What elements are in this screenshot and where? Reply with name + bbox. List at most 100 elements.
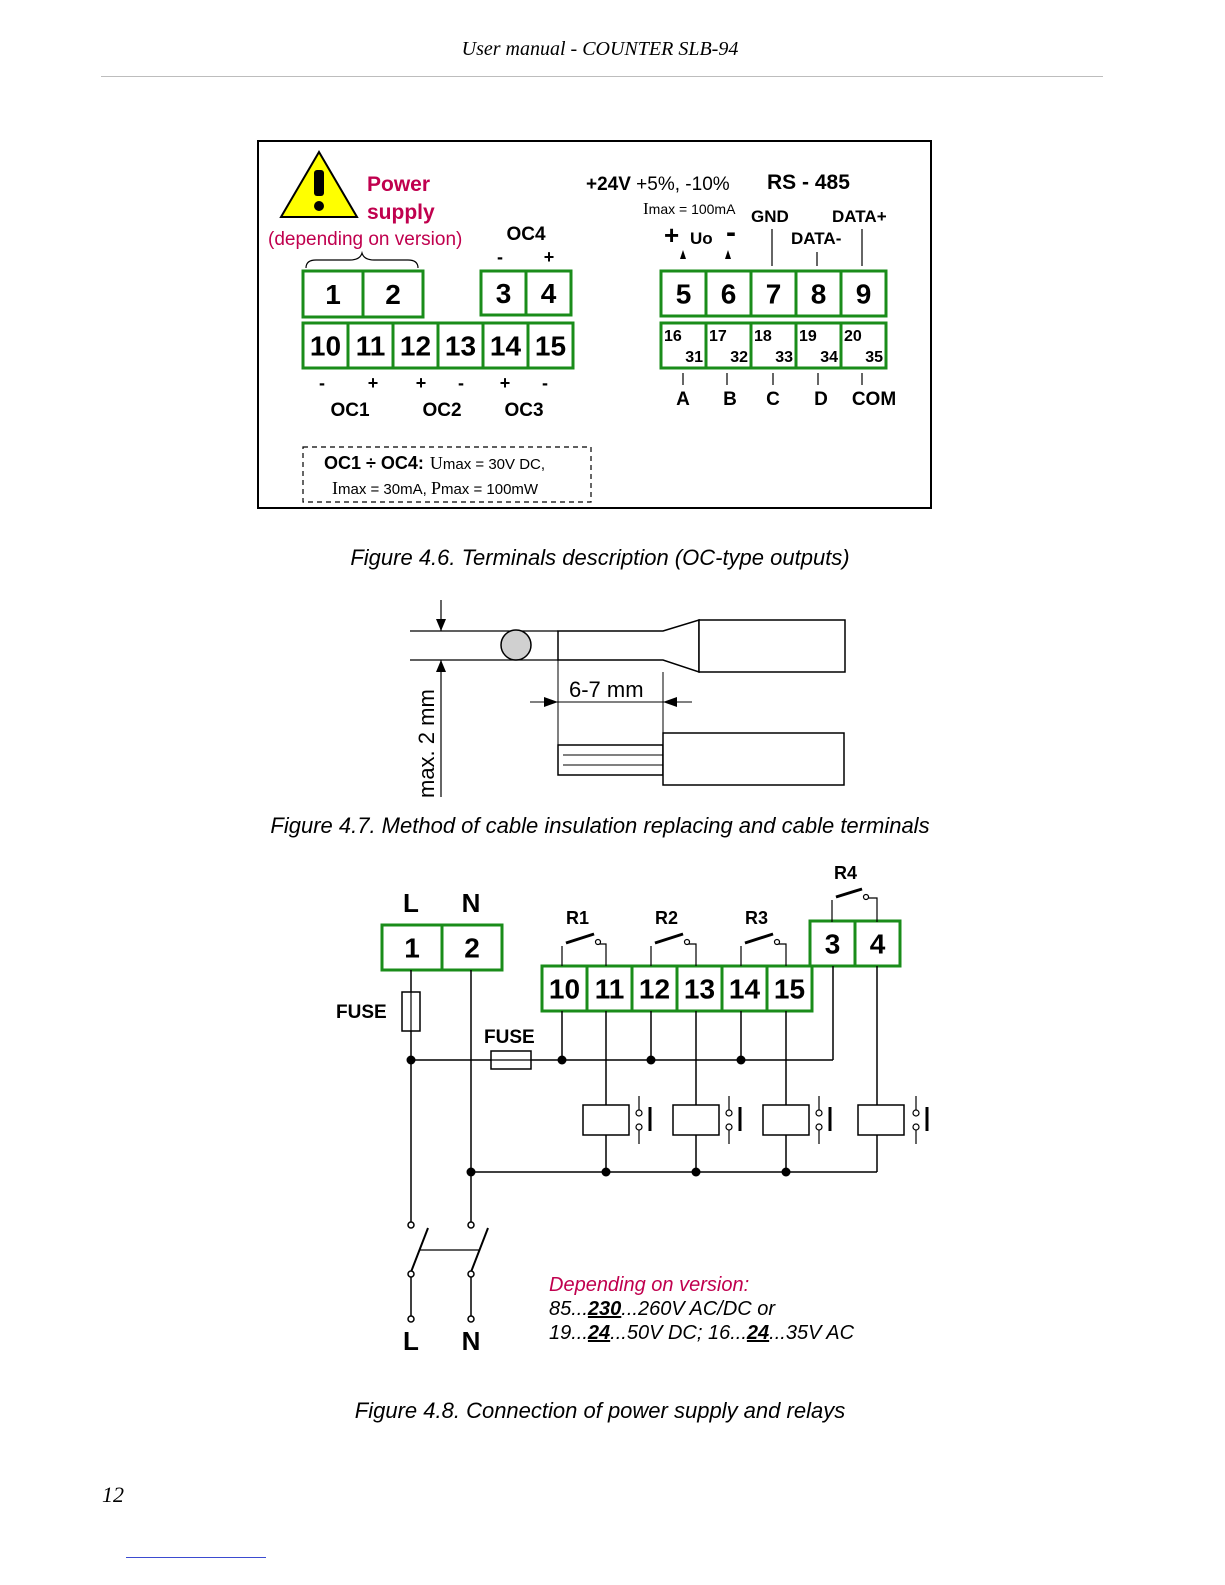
terminal-cell (704, 269, 753, 318)
figure-4-8-caption: Figure 4.8. Connection of power supply a… (354, 1398, 846, 1423)
terminal-number: 8 (811, 279, 827, 310)
terminal-cell (361, 269, 425, 319)
v1-nominal: 230 (587, 1298, 621, 1320)
relay-r2-label: R2 (655, 908, 678, 928)
voltage-rating: max = 30V DC, (443, 456, 545, 473)
oc-ratings-line1: OC1 ÷ OC4:Umax = 30V DC, (324, 453, 545, 473)
terminal-number: 13 (684, 974, 715, 1005)
terminal-number: 15 (535, 331, 566, 362)
oc4-plus-sign: + (544, 247, 555, 267)
terminal-number-upper: 18 (754, 328, 772, 345)
terminal-cell (839, 269, 888, 318)
relay-blade-icons (565, 887, 863, 945)
page-number: 12 (102, 1482, 124, 1507)
v2-mid: ...50V DC; 16... (610, 1322, 747, 1344)
terminal-number: 2 (464, 933, 480, 964)
v2-pre: 19... (549, 1322, 588, 1344)
terminal-cell (794, 321, 843, 370)
figure-4-7: max. 2 mm 6-7 mm (410, 600, 846, 798)
supply-tolerance: +5%, -10% (631, 174, 730, 195)
figure-4-6-caption: Figure 4.6. Terminals description (OC-ty… (350, 545, 850, 570)
imax-value: max = 100mA (649, 201, 736, 217)
strip-length-label: 6-7 mm (569, 677, 644, 702)
terminal-number: 10 (310, 331, 341, 362)
relay-r3-label: R3 (745, 908, 768, 928)
oc-ratings-note-box (302, 446, 592, 503)
terminal-number: 6 (721, 279, 737, 310)
oc3-label: OC3 (504, 400, 543, 421)
version-note-line1: 85...230...260V AC/DC or (549, 1298, 776, 1320)
polarity-sign: + (416, 373, 427, 393)
polarity-sign: - (458, 373, 464, 393)
fuse-neutral-label: FUSE (484, 1027, 535, 1048)
ferrule-sleeve (557, 618, 700, 674)
terminal-number-upper: 19 (799, 328, 817, 345)
terminal-number-lower: 31 (685, 349, 703, 366)
uo-plus-sign: + (664, 220, 679, 250)
relay-coil-icons (582, 1096, 929, 1144)
line-label-bottom: L (403, 1326, 419, 1356)
v1-post: ...260V AC/DC or (621, 1298, 776, 1320)
terminal-number: 10 (549, 974, 580, 1005)
terminal-number: 5 (676, 279, 692, 310)
polarity-sign: + (500, 373, 511, 393)
uo-label: Uo (690, 229, 713, 248)
terminal-cell (524, 269, 573, 317)
current-rating: max = 30mA, (338, 481, 431, 498)
v2-post: ...35V AC (769, 1322, 854, 1344)
terminal-number: 9 (856, 279, 872, 310)
uo-minus-sign: - (726, 216, 736, 249)
terminal-number-lower: 32 (730, 349, 748, 366)
terminal-number: 13 (445, 331, 476, 362)
terminal-number: 11 (595, 974, 625, 1005)
v2-nominal: 24 (587, 1322, 610, 1344)
input-com-label: COM (852, 389, 896, 410)
oc2-label: OC2 (422, 400, 461, 421)
polarity-sign: - (542, 373, 548, 393)
header-rule (101, 76, 1103, 77)
terminal-number: 4 (870, 929, 886, 960)
v2-nominal-ac: 24 (746, 1322, 769, 1344)
terminal-cell (526, 321, 575, 370)
warning-icon (279, 150, 359, 218)
polarity-sign: + (368, 373, 379, 393)
terminal-number: 12 (639, 974, 670, 1005)
terminal-cell (704, 321, 753, 370)
oc4-minus-sign: - (497, 247, 503, 267)
terminal-number: 14 (729, 974, 761, 1005)
terminal-cell (540, 964, 589, 1013)
input-b-label: B (723, 389, 737, 410)
depending-on-version-label: (depending on version) (268, 229, 462, 250)
terminal-cell (765, 964, 814, 1013)
supply-voltage: +24V (586, 174, 631, 195)
main-switch-icon (407, 1221, 489, 1323)
polarity-row: - + + - + - (319, 373, 548, 393)
dimension-arrow-down-icon (436, 619, 446, 631)
oc-ratings-prefix: OC1 ÷ OC4: (324, 453, 424, 473)
terminal-number-lower: 34 (820, 349, 838, 366)
version-note-line2: 19...24...50V DC; 16...24...35V AC (549, 1322, 855, 1344)
power-label-line2: supply (367, 201, 435, 224)
terminal-cell (659, 321, 708, 370)
v1-pre: 85... (549, 1298, 588, 1320)
rs485-leader-lines (680, 229, 863, 385)
terminal-panel-frame (257, 140, 932, 509)
max-diameter-label: max. 2 mm (414, 689, 439, 798)
power-rating: max = 100mW (441, 481, 539, 498)
fuse-l-label: FUSE (336, 1002, 387, 1023)
version-note-title: Depending on version: (549, 1274, 749, 1296)
terminal-number: 4 (541, 278, 557, 309)
page-header: User manual - COUNTER SLB-94 (461, 38, 739, 60)
dimension-arrow-up-icon (436, 660, 446, 672)
terminal-number: 1 (404, 933, 420, 964)
terminal-number: 15 (774, 974, 805, 1005)
terminal-cell (440, 923, 504, 972)
terminal-number-upper: 17 (709, 328, 727, 345)
wire-cross-section-icon (500, 629, 532, 661)
power-symbol: P (431, 478, 441, 498)
strip-arrow-right-icon (544, 697, 558, 707)
